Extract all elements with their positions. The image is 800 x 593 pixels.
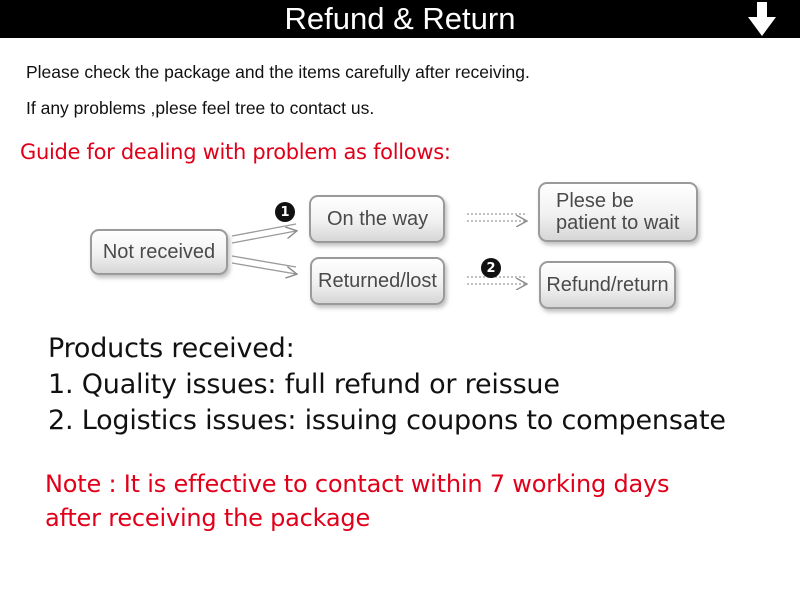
header-bar: Refund & Return	[0, 0, 800, 38]
arrow-to-refund	[467, 276, 526, 284]
step-number-1: 1	[275, 202, 295, 222]
page-title: Refund & Return	[284, 1, 516, 36]
guide-title: Guide for dealing with problem as follow…	[20, 140, 451, 164]
patient-line-2: patient to wait	[556, 212, 680, 234]
on-the-way-box: On the way	[309, 195, 445, 243]
not-received-box: Not received	[90, 229, 228, 275]
products-received-section: Products received: 1. Quality issues: fu…	[48, 331, 726, 439]
products-item-quality: 1. Quality issues: full refund or reissu…	[48, 369, 560, 400]
patient-line-1: Plese be	[556, 190, 634, 212]
note-line-1: Note : It is effective to contact within…	[45, 470, 670, 498]
arrow-to-patient	[467, 213, 526, 221]
intro-line-1: Please check the package and the items c…	[26, 62, 530, 82]
on-the-way-label: On the way	[327, 208, 429, 230]
returned-lost-box: Returned/lost	[310, 257, 445, 305]
arrow-to-on-the-way	[231, 223, 296, 244]
note-line-2: after receiving the package	[45, 504, 371, 532]
not-received-label: Not received	[102, 241, 216, 263]
products-heading: Products received:	[48, 333, 295, 364]
products-item-logistics: 2. Logistics issues: issuing coupons to …	[48, 405, 726, 436]
refund-return-box: Refund/return	[539, 261, 676, 309]
refund-return-label: Refund/return	[546, 274, 669, 296]
down-arrow-icon	[748, 2, 776, 36]
intro-line-2: If any problems ,plese feel tree to cont…	[26, 98, 375, 118]
arrow-to-returned-lost	[231, 255, 296, 274]
step-number-2: 2	[481, 258, 501, 278]
returned-lost-label: Returned/lost	[318, 270, 437, 292]
note-section: Note : It is effective to contact within…	[45, 467, 670, 535]
patient-to-wait-box: Plese be patient to wait	[538, 182, 698, 242]
